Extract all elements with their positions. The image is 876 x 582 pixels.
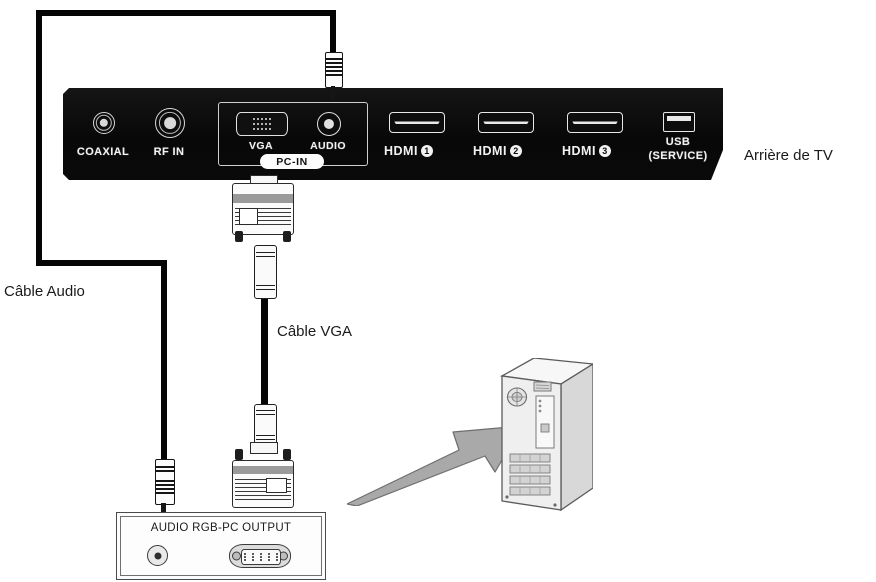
- vga-plug-bottom-shell: [232, 460, 294, 508]
- hdmi2-number: 2: [509, 145, 522, 157]
- audio-port-label: AUDIO: [310, 140, 346, 152]
- hdmi3-port-label: HDMI 3: [562, 144, 611, 158]
- coaxial-port-label: COAXIAL: [76, 146, 130, 158]
- hdmi2-text: HDMI: [473, 144, 507, 158]
- audio-cable-label: Câble Audio: [4, 283, 85, 300]
- device-vga-pins: [241, 549, 281, 565]
- device-audio-output-port[interactable]: [147, 545, 168, 566]
- vga-plug-top-window: [239, 208, 258, 225]
- device-panel-label: AUDIO RGB-PC OUTPUT: [150, 522, 292, 534]
- device-output-panel: AUDIO RGB-PC OUTPUT: [116, 512, 326, 580]
- hdmi1-port-icon[interactable]: [389, 112, 445, 133]
- vga-pin-row: [253, 122, 271, 125]
- vga-plug-bottom-window: [266, 478, 287, 493]
- audio-cable-segment-left-vertical: [36, 10, 42, 266]
- vga-cable-segment-vertical: [261, 296, 268, 412]
- hdmi3-port-icon[interactable]: [567, 112, 623, 133]
- desktop-computer-tower: [498, 357, 595, 523]
- audio-cable-segment-top-vertical: [330, 10, 336, 58]
- hdmi1-number: 1: [420, 145, 433, 157]
- audio-cable-segment-top-horizontal: [36, 10, 336, 16]
- tv-rear-label: Arrière de TV: [744, 147, 833, 164]
- vga-plug-top-shell: [232, 183, 294, 235]
- audio-plug-bottom: [153, 459, 175, 515]
- usb-service-sublabel: (SERVICE): [648, 150, 708, 162]
- hdmi1-port-label: HDMI 1: [384, 144, 433, 158]
- vga-port-label: VGA: [249, 140, 273, 152]
- vga-plug-top-screw-right: [283, 231, 291, 242]
- audio-cable-segment-bottom-vertical: [161, 260, 167, 463]
- audio-plug-bottom-tip: [161, 503, 166, 515]
- audio-cable-segment-mid-horizontal: [36, 260, 167, 266]
- hdmi2-port-icon[interactable]: [478, 112, 534, 133]
- vga-cable-label: Câble VGA: [277, 323, 353, 340]
- vga-plug-bottom-screw-left: [235, 449, 243, 460]
- usb-port-icon[interactable]: [663, 112, 695, 132]
- vga-port-pins: [240, 116, 284, 132]
- vga-port-icon[interactable]: [236, 112, 288, 136]
- usb-port-label: USB: [665, 136, 691, 148]
- pc-in-badge: PC-IN: [260, 154, 324, 169]
- hdmi3-text: HDMI: [562, 144, 596, 158]
- device-panel-inner-border: [120, 516, 322, 576]
- coaxial-port-icon[interactable]: [93, 112, 115, 134]
- pc-to-vga-arrow-icon: [347, 425, 522, 506]
- vga-cable-boot-top: [254, 245, 277, 299]
- rf-in-port-label: RF IN: [153, 146, 185, 158]
- vga-plug-bottom-screw-right: [283, 449, 291, 460]
- vga-plug-bottom: [232, 442, 294, 510]
- audio-plug-tip: [331, 86, 335, 100]
- vga-plug-top-screw-left: [235, 231, 243, 242]
- hdmi1-text: HDMI: [384, 144, 418, 158]
- audio-plug-barrel: [325, 52, 343, 88]
- rf-in-port-icon[interactable]: [155, 108, 185, 138]
- vga-plug-top: [232, 175, 294, 245]
- audio-port-icon[interactable]: [317, 112, 341, 136]
- hdmi3-number: 3: [598, 145, 611, 157]
- vga-pin-row: [253, 128, 271, 131]
- audio-plug-top: [322, 52, 344, 100]
- hdmi2-port-label: HDMI 2: [473, 144, 522, 158]
- vga-plug-bottom-neck: [250, 442, 278, 454]
- audio-plug-bottom-barrel: [155, 459, 175, 505]
- vga-pin-row: [253, 117, 271, 120]
- device-vga-output-port[interactable]: [229, 544, 291, 568]
